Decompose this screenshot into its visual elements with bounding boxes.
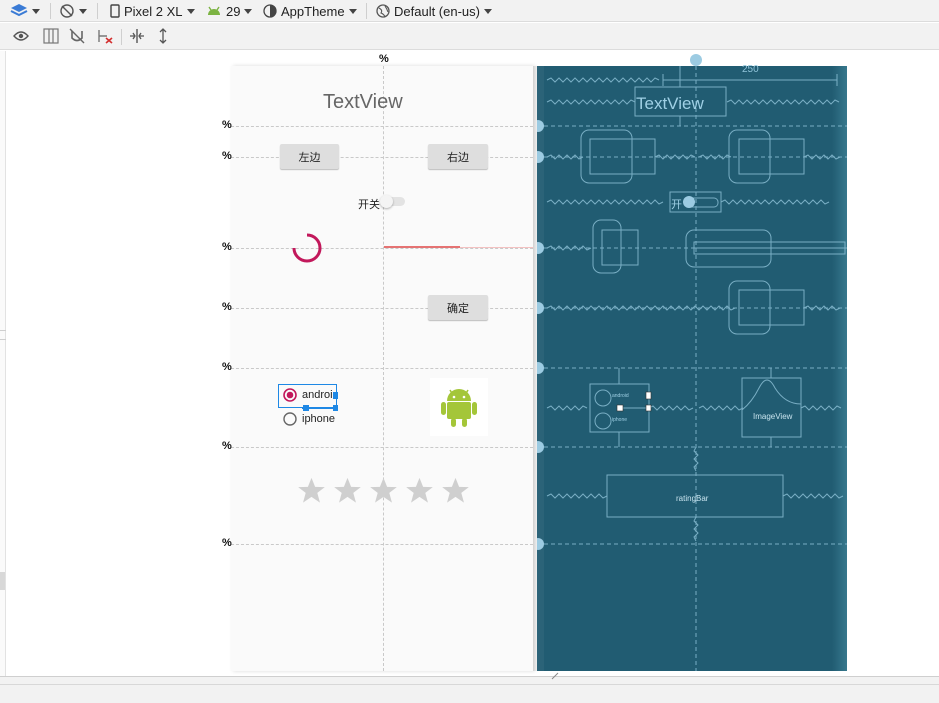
horizontal-guideline-6[interactable] xyxy=(231,447,533,448)
title-textview[interactable]: TextView xyxy=(323,91,403,113)
locale-label: Default (en-us) xyxy=(394,3,480,19)
design-surface-dropdown[interactable] xyxy=(10,0,40,22)
seekbar-progress[interactable] xyxy=(384,246,460,248)
left-panel-edge xyxy=(0,51,6,676)
radio-unchecked-icon[interactable] xyxy=(283,412,297,426)
horizontal-guideline-7[interactable] xyxy=(231,544,533,545)
pack-horizontal-icon xyxy=(130,29,144,43)
guideline-percent-6[interactable]: % xyxy=(222,440,232,452)
device-dropdown[interactable]: Pixel 2 XL xyxy=(110,0,195,22)
blueprint-textview-label[interactable]: TextView xyxy=(636,94,704,113)
chevron-down-icon xyxy=(348,8,357,14)
api-level-dropdown[interactable]: 29 xyxy=(206,0,253,22)
chevron-down-icon xyxy=(186,8,195,14)
constraint-toolbar xyxy=(0,23,939,50)
theme-dropdown[interactable]: AppTheme xyxy=(263,0,357,22)
resize-handle[interactable] xyxy=(303,405,309,411)
blueprint-switch-label: 开 xyxy=(671,199,682,211)
confirm-button[interactable]: 确定 xyxy=(428,295,488,320)
android-robot-icon xyxy=(441,389,477,427)
switch-thumb[interactable] xyxy=(380,195,393,208)
guideline-percent-top[interactable]: % xyxy=(379,53,389,65)
rating-bar[interactable] xyxy=(297,476,470,506)
chevron-down-icon xyxy=(32,8,40,14)
magnet-off-icon xyxy=(69,28,85,44)
guideline-percent-2[interactable]: % xyxy=(222,150,232,162)
autoconnect-button[interactable] xyxy=(42,27,60,45)
globe-icon xyxy=(376,4,390,18)
clear-constraints-icon xyxy=(98,30,113,44)
status-divider xyxy=(0,684,939,685)
seekbar-track[interactable] xyxy=(460,247,533,248)
view-options-button[interactable] xyxy=(12,27,30,45)
orientation-dropdown[interactable] xyxy=(59,0,87,22)
chevron-down-icon xyxy=(244,8,253,14)
right-button[interactable]: 右边 xyxy=(428,144,488,169)
blueprint-imageview-label[interactable]: ImageView xyxy=(753,412,793,421)
default-margins-button[interactable] xyxy=(68,27,86,45)
pack-horizontal-button[interactable] xyxy=(128,27,146,45)
star-icon[interactable] xyxy=(369,476,398,505)
radio-android-label: android xyxy=(302,389,333,401)
api-label: 29 xyxy=(226,3,241,19)
blueprint-radio-iphone-label: iphone xyxy=(612,417,628,423)
star-icon[interactable] xyxy=(297,476,326,505)
horizontal-guideline-5[interactable] xyxy=(231,368,533,369)
resize-handle[interactable] xyxy=(333,392,338,399)
switch-label: 开关 xyxy=(358,199,380,211)
pack-vertical-button[interactable] xyxy=(154,27,172,45)
resize-handle[interactable] xyxy=(333,405,338,411)
blueprint-ratingbar-label[interactable]: ratingBar xyxy=(676,494,709,503)
chevron-down-icon xyxy=(79,8,87,14)
design-surface-shadow xyxy=(533,66,537,671)
panel-tick xyxy=(0,330,6,340)
selection-bottom-line xyxy=(302,408,334,409)
status-bar xyxy=(0,676,939,703)
theme-icon xyxy=(263,4,277,18)
radio-iphone-label: iphone xyxy=(302,413,336,425)
horizontal-guideline-4[interactable] xyxy=(231,308,533,309)
star-icon[interactable] xyxy=(405,476,434,505)
design-toolbar: Pixel 2 XL 29 AppTheme xyxy=(0,0,939,22)
panel-scroll-thumb[interactable] xyxy=(0,572,5,590)
radio-checked-icon[interactable] xyxy=(283,388,297,402)
rotate-icon xyxy=(60,4,74,18)
guideline-percent-3[interactable]: % xyxy=(222,241,232,253)
guideline-percent-7[interactable]: % xyxy=(222,537,232,549)
layers-icon xyxy=(10,4,28,17)
clear-constraints-button[interactable] xyxy=(96,27,114,45)
blueprint-overlay[interactable] xyxy=(537,52,847,676)
columns-icon xyxy=(43,28,59,44)
phone-icon xyxy=(110,4,120,18)
blueprint-radio-android-label: android xyxy=(612,393,629,399)
horizontal-guideline-1[interactable] xyxy=(231,126,533,127)
guideline-percent-4[interactable]: % xyxy=(222,301,232,313)
guideline-percent-5[interactable]: % xyxy=(222,361,232,373)
locale-dropdown[interactable]: Default (en-us) xyxy=(376,0,492,22)
pack-vertical-icon xyxy=(159,28,167,44)
progress-spinner xyxy=(292,233,322,263)
guideline-percent-1[interactable]: % xyxy=(222,119,232,131)
switch-track[interactable] xyxy=(385,197,405,206)
android-head-icon xyxy=(208,6,220,15)
chevron-down-icon xyxy=(483,8,492,14)
left-button[interactable]: 左边 xyxy=(280,144,339,169)
blueprint-dimension-label: 250 xyxy=(742,64,759,75)
horizontal-guideline-3[interactable] xyxy=(231,248,533,249)
horizontal-guideline-2[interactable] xyxy=(231,157,533,158)
star-icon[interactable] xyxy=(333,476,362,505)
resize-grip-icon[interactable] xyxy=(551,672,559,680)
theme-label: AppTheme xyxy=(281,3,345,19)
eye-icon xyxy=(13,31,29,41)
device-label: Pixel 2 XL xyxy=(124,3,183,19)
star-icon[interactable] xyxy=(441,476,470,505)
